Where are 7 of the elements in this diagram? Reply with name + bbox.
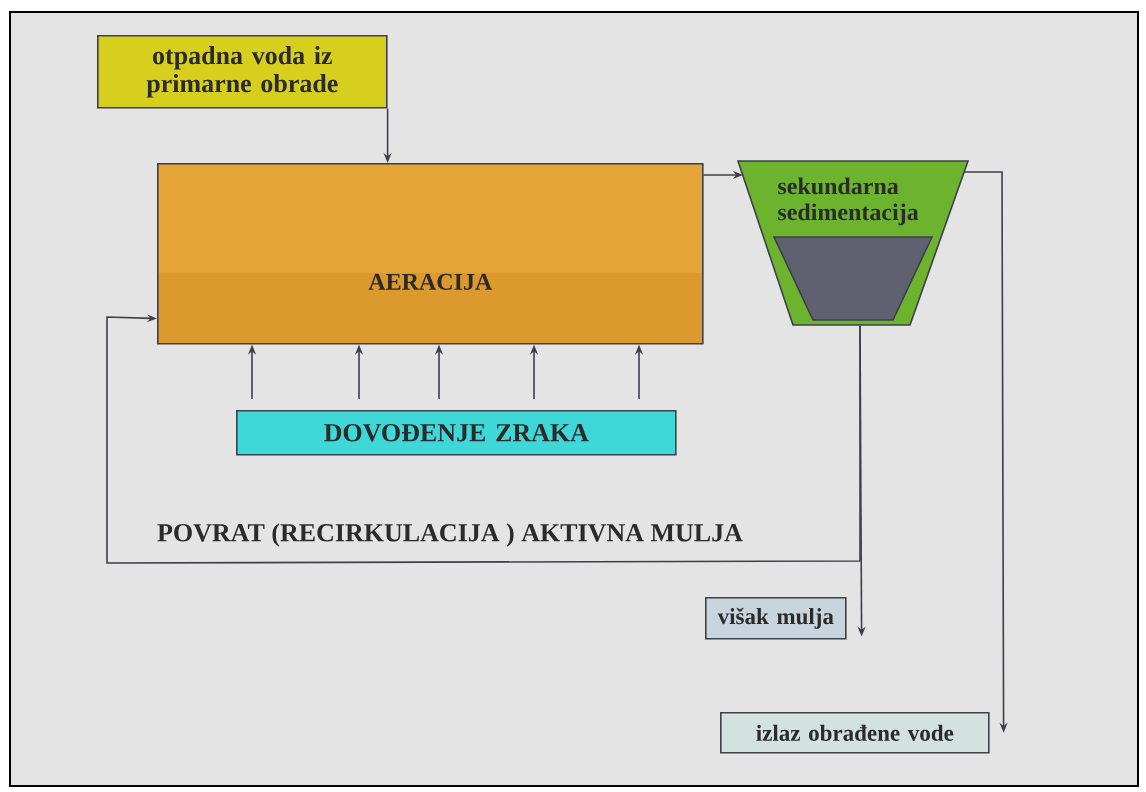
aeration-tank: AERACIJA xyxy=(157,163,704,345)
output-box: višak mulja xyxy=(705,597,847,640)
inflow-box: otpadna voda iz primarne obrade xyxy=(97,35,388,109)
edge-label: POVRAT (RECIRKULACIJA ) AKTIVNA MULJA xyxy=(155,521,745,549)
arrow xyxy=(106,314,861,564)
output-box: izlaz obrađene vode xyxy=(720,712,990,754)
air-supply-box: DOVOĐENJE ZRAKA xyxy=(236,410,677,456)
